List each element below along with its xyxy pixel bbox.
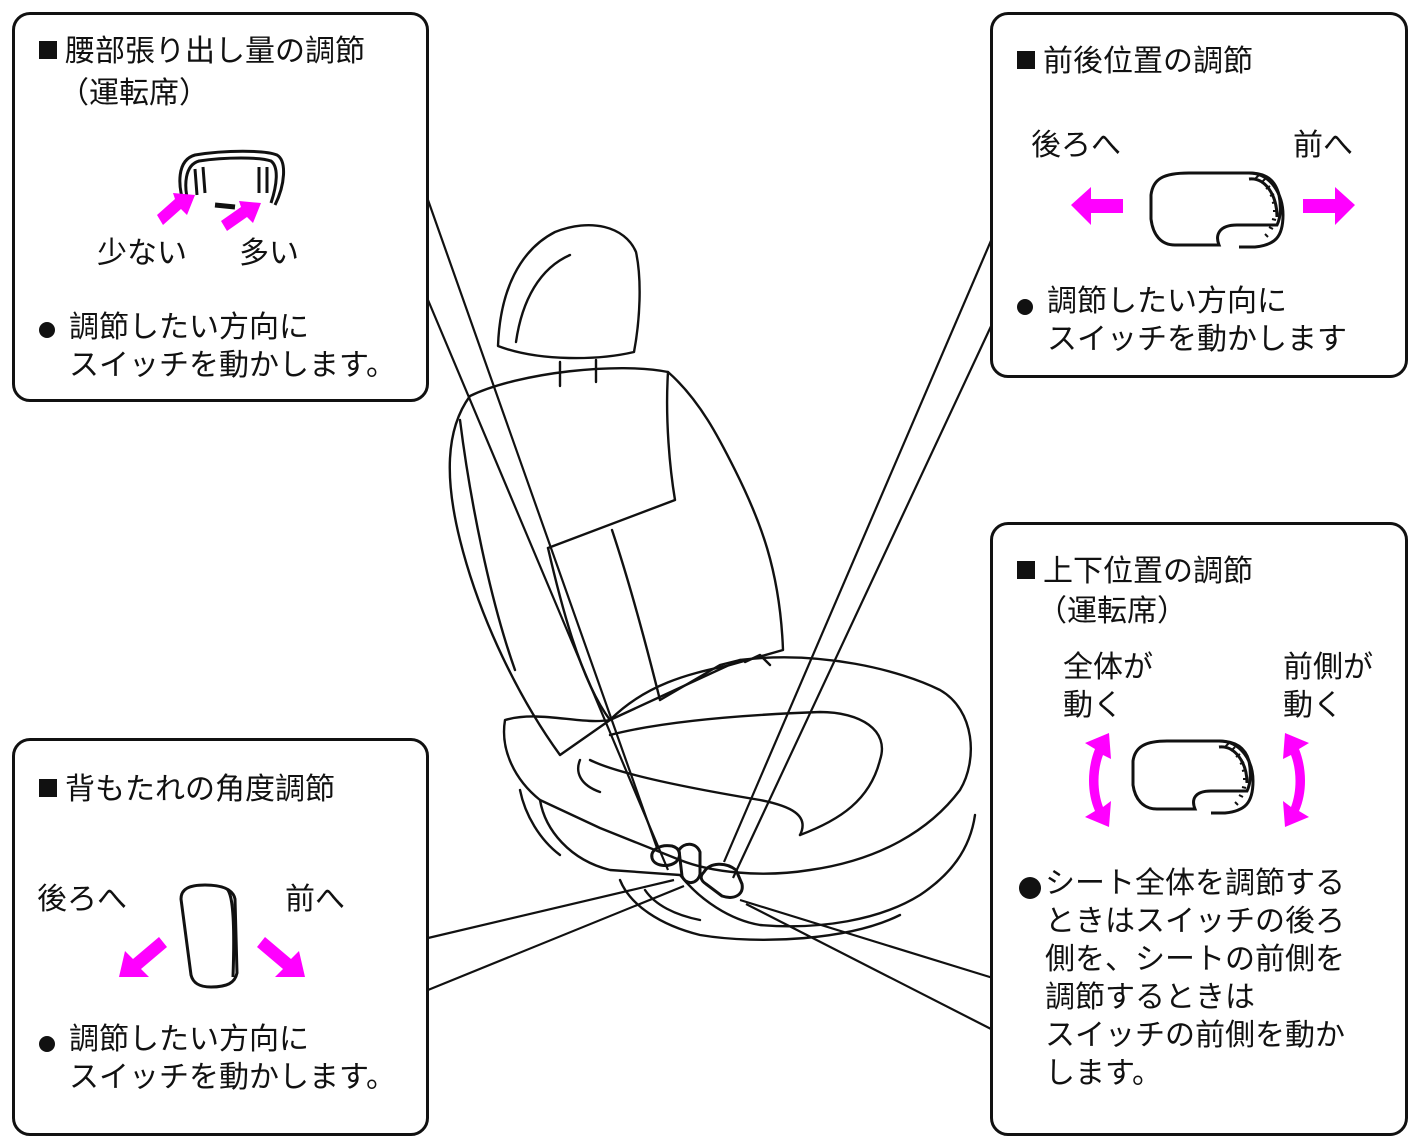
height-title-text: 上下位置の調節 [1043, 554, 1253, 589]
slide-bullet-text: 調節したい方向に スイッチを動かします [1047, 284, 1347, 357]
slide-title: 前後位置の調節 [1017, 43, 1253, 81]
height-label-all-1: 全体が [1063, 650, 1153, 685]
square-marker-icon [1017, 561, 1035, 579]
recline-bullet-text: 調節したい方向に スイッチを動かします。 [69, 1022, 396, 1095]
lumbar-subtitle: （運転席） [59, 76, 209, 111]
slide-title-text: 前後位置の調節 [1043, 44, 1253, 79]
recline-title-text: 背もたれの角度調節 [65, 772, 335, 807]
seat-base [538, 798, 977, 928]
seat-slide-switch-icon [1069, 165, 1359, 255]
height-bullet-text: シート全体を調節する ときはスイッチの後ろ 側を、シートの前側を 調節するときは… [1045, 866, 1345, 1091]
square-marker-icon [39, 41, 57, 59]
lumbar-label-more: 多い [239, 236, 299, 271]
height-callout: 上下位置の調節 （運転席） 全体が 動く 前側が 動く シート全体を調節する と… [990, 522, 1408, 1136]
bullet-icon [1017, 299, 1033, 315]
recline-label-back: 後ろへ [37, 882, 127, 917]
height-label-all-2: 動く [1063, 688, 1123, 723]
height-subtitle: （運転席） [1037, 594, 1187, 629]
seat-cushion [502, 656, 972, 875]
slide-label-front: 前へ [1293, 128, 1353, 163]
recline-switch-icon [115, 881, 315, 991]
square-marker-icon [1017, 51, 1035, 69]
height-label-front-2: 動く [1283, 688, 1343, 723]
lumbar-title: 腰部張り出し量の調節 [39, 33, 365, 71]
lumbar-bullet-text: 調節したい方向に スイッチを動かします。 [69, 310, 396, 383]
lumbar-switch-icon [155, 145, 295, 231]
lumbar-callout: 腰部張り出し量の調節 （運転席） 少ない 多い 調節したい方向に スイッチを動か… [12, 12, 429, 402]
seat-headrest [496, 224, 641, 360]
height-title: 上下位置の調節 [1017, 553, 1253, 591]
seat-back [448, 366, 785, 757]
slide-label-back: 後ろへ [1031, 128, 1121, 163]
lumbar-title-text: 腰部張り出し量の調節 [65, 34, 365, 69]
seat-switch-cluster [650, 842, 744, 899]
recline-label-front: 前へ [285, 882, 345, 917]
height-label-front-1: 前側が [1283, 650, 1373, 685]
leader-lines [426, 199, 995, 1031]
bullet-icon [39, 1036, 55, 1052]
recline-title: 背もたれの角度調節 [39, 771, 335, 809]
height-switch-icon [1079, 731, 1319, 831]
lumbar-label-less: 少ない [97, 236, 187, 271]
recline-callout: 背もたれの角度調節 後ろへ 前へ 調節したい方向に スイッチを動かします。 [12, 738, 429, 1136]
bullet-icon [1019, 877, 1041, 899]
bullet-icon [39, 322, 55, 338]
slide-callout: 前後位置の調節 後ろへ 前へ 調節したい方向に スイッチを動かします [990, 12, 1408, 378]
square-marker-icon [39, 779, 57, 797]
